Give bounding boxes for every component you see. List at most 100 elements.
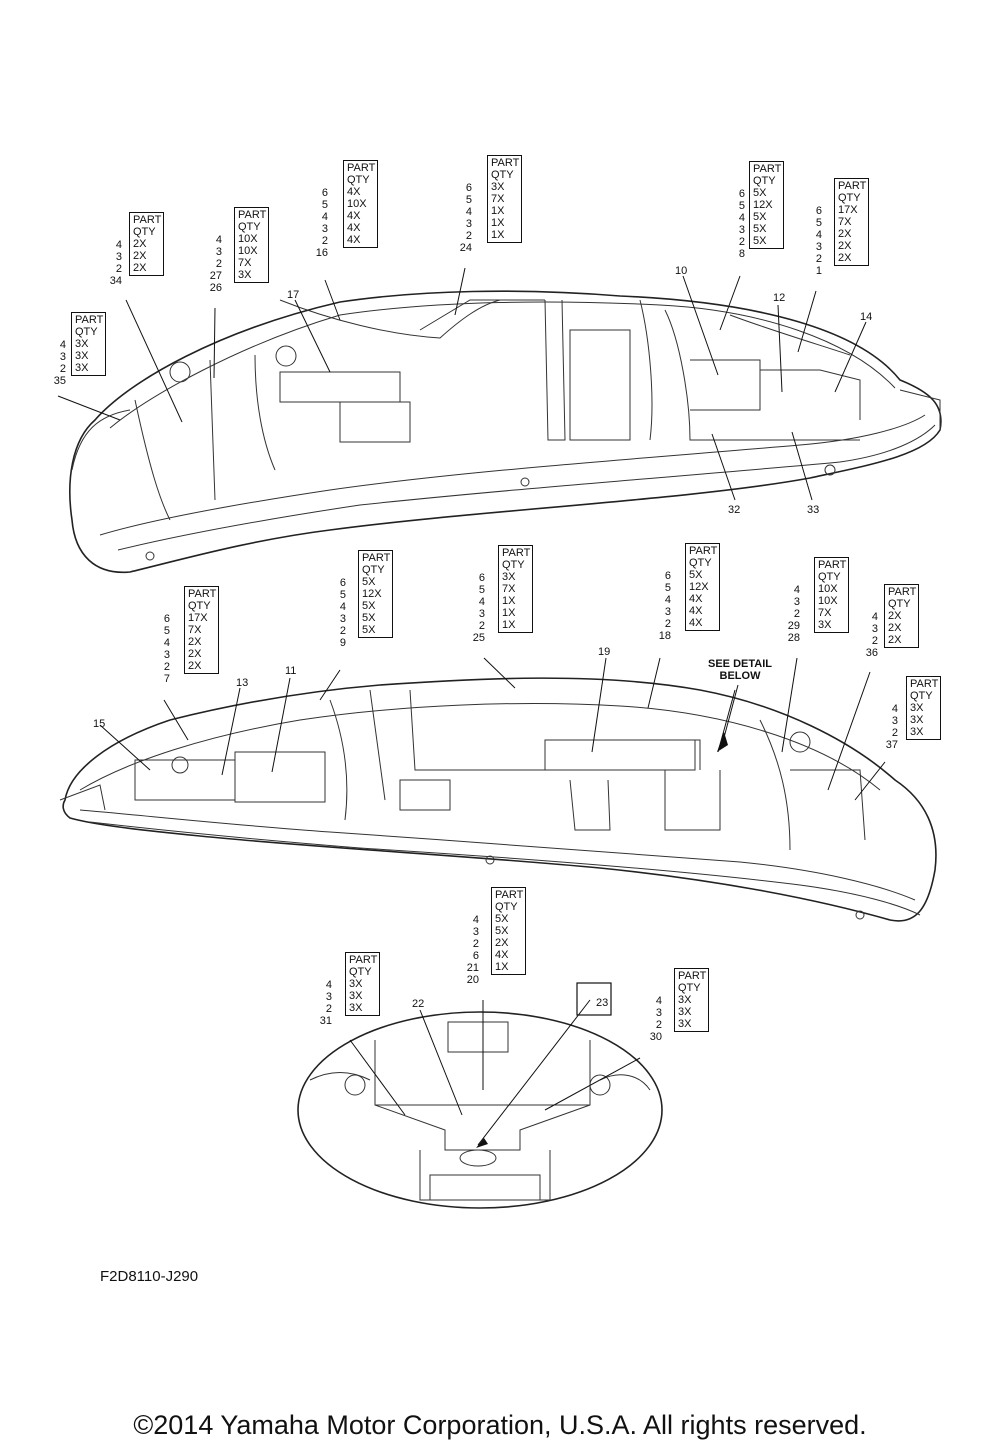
part-number: 2 [163,661,170,673]
qty-table-header: QTY [188,600,211,612]
qty-value: 3X [678,1018,692,1030]
part-number: 3 [793,596,800,608]
part-number: 6 [465,182,472,194]
qty-value: 4X [347,222,361,234]
qty-value: 3X [75,350,89,362]
callout-label: 36 [865,647,878,659]
part-number: 3 [163,649,170,661]
qty-table-header: PART [502,547,531,559]
qty-value: 7X [838,216,852,228]
qty-table-header: PART [678,970,707,982]
qty-value: 3X [349,978,363,990]
part-number: 2 [815,253,822,265]
qty-value: 1X [502,607,516,619]
part-number: 2 [465,230,472,242]
part-number: 5 [339,589,346,601]
callout-14: 14 [860,311,873,323]
qty-value: 5X [362,600,376,612]
qty-value: 12X [362,588,382,600]
qty-value: 4X [495,949,509,961]
part-number: 3 [339,613,346,625]
callout-19: 19 [598,646,611,658]
part-number: 4 [815,229,822,241]
qty-table-header: PART [347,162,376,174]
qty-value: 2X [888,622,902,634]
qty-table-header: PART [888,586,917,598]
part-number: 5 [815,217,822,229]
callout-label: 8 [738,248,745,260]
qty-table-header: QTY [362,564,385,576]
callout-32: 32 [728,504,741,516]
qty-value: 4X [347,234,361,246]
qty-value: 4X [347,186,361,198]
qty-value: 1X [491,217,505,229]
qty-table-header: PART [910,678,939,690]
part-number: 6 [321,187,328,199]
part-number: 6 [163,613,170,625]
qty-value: 2X [133,250,147,262]
qty-table-header: QTY [347,174,370,186]
part-number: 5 [163,625,170,637]
callout-label: 31 [319,1015,332,1027]
qty-value: 1X [495,961,509,973]
callout-label: 30 [649,1031,662,1043]
part-number: 4 [215,234,222,246]
callout-label: 16 [315,247,328,259]
qty-table-header: PART [362,552,391,564]
part-number: 2 [891,727,898,739]
callout-label: 9 [339,637,346,649]
qty-value: 5X [753,187,767,199]
qty-value: 7X [188,624,202,636]
part-number: 6 [664,570,671,582]
qty-value: 2X [838,252,852,264]
part-number: 2 [339,625,346,637]
callout-23: 23 [596,997,609,1009]
qty-table-header: PART [818,559,847,571]
qty-table-header: QTY [753,175,776,187]
qty-value: 4X [689,617,703,629]
fastener-box [576,982,612,1016]
qty-table-header: PART [491,157,520,169]
part-number: 3 [815,241,822,253]
part-number: 2 [793,608,800,620]
qty-value: 3X [75,338,89,350]
part-number: 4 [793,584,800,596]
callout-11: 11 [285,665,297,677]
part-number: 4 [465,206,472,218]
part-number: 5 [321,199,328,211]
qty-value: 3X [678,1006,692,1018]
part-number: 4 [664,594,671,606]
part-number: 2 [321,235,328,247]
part-number: 2 [871,635,878,647]
part-number: 6 [339,577,346,589]
qty-value: 12X [689,581,709,593]
qty-value: 17X [838,204,858,216]
callout-label: 37 [885,739,898,751]
part-number: 3 [321,223,328,235]
callout-label: 7 [163,673,170,685]
qty-value: 17X [188,612,208,624]
qty-value: 5X [495,913,509,925]
part-number: 3 [871,623,878,635]
part-number: 6 [472,950,479,962]
qty-value: 2X [188,648,202,660]
part-number: 2 [478,620,485,632]
qty-value: 2X [888,610,902,622]
part-number: 3 [478,608,485,620]
